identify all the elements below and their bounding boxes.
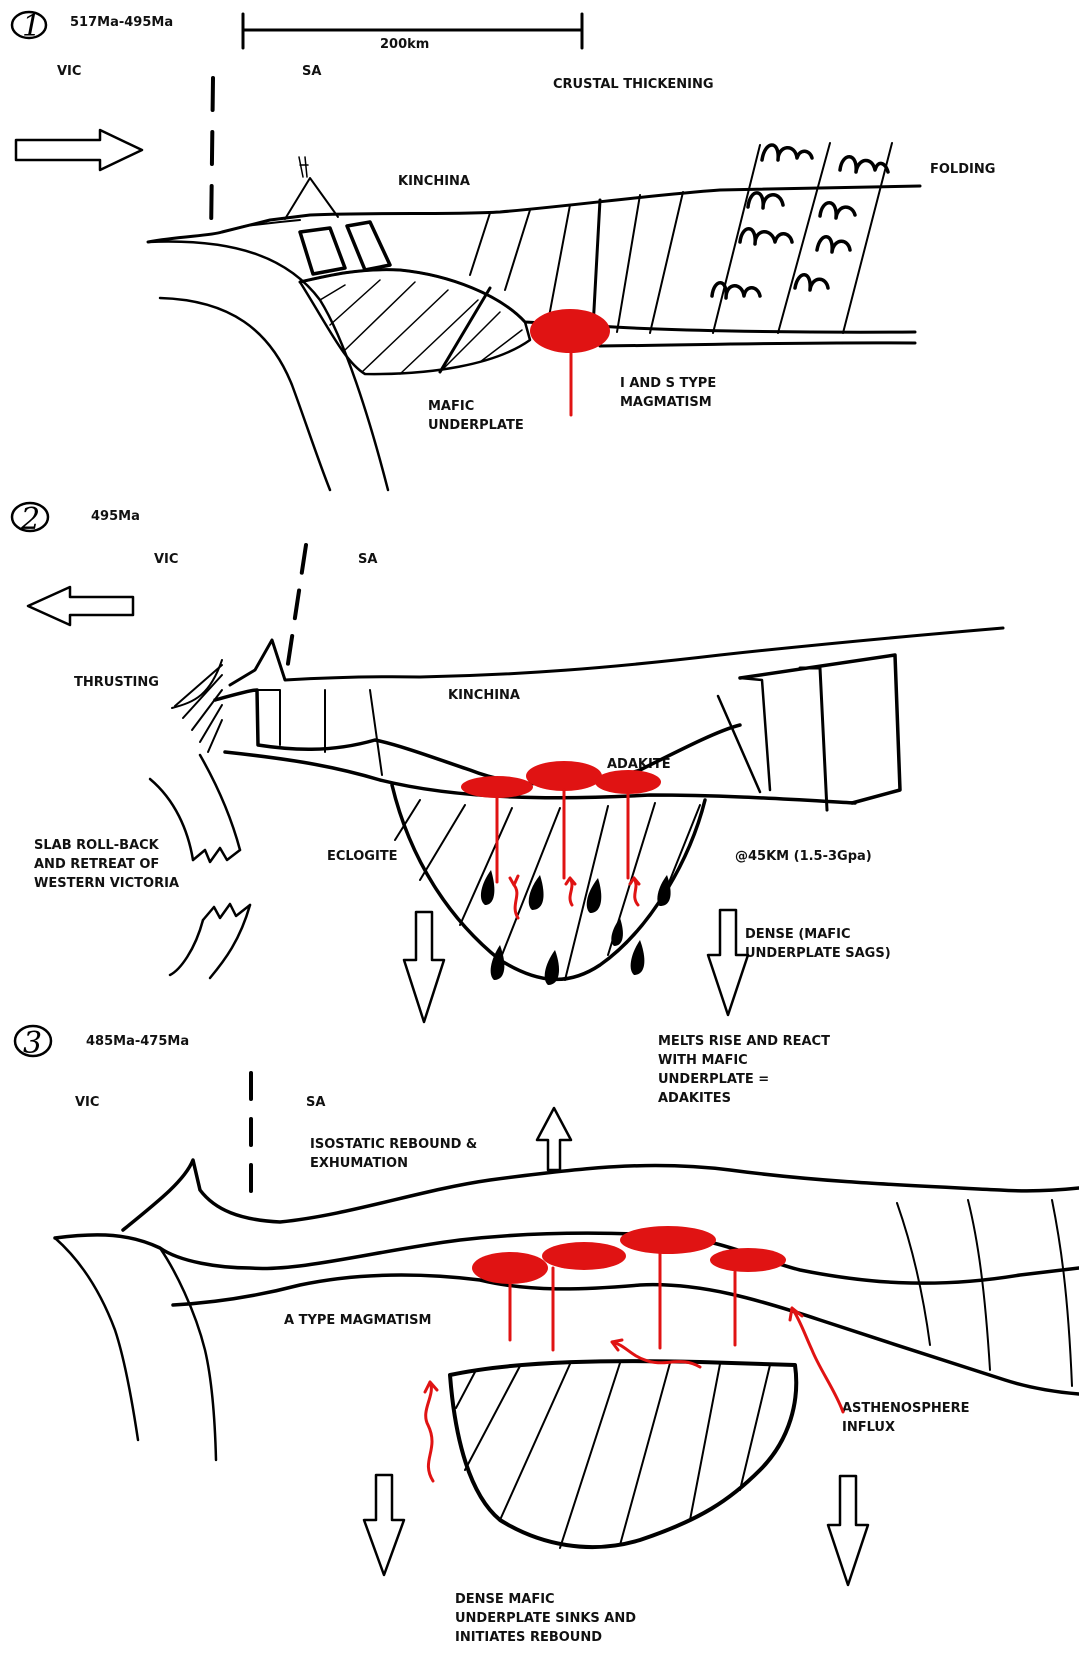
panel-1-slab-base: [160, 298, 330, 490]
panel-3-vic-label: VIC: [75, 1095, 99, 1110]
panel-1: 1 517Ma-495Ma 200km VIC SA CRUSTAL THICK…: [12, 9, 995, 490]
thrusting-label: THRUSTING: [74, 675, 159, 690]
panel-3-crust: [55, 1160, 1079, 1394]
i-s-magmatism-label: I AND S TYPE MAGMATISM: [620, 376, 721, 410]
panel-1-sa-label: SA: [302, 64, 321, 79]
panel-2-kinchina-label: KINCHINA: [448, 688, 520, 703]
panel-1-magma: [530, 309, 610, 415]
panel-1-number-badge: 1: [12, 9, 46, 44]
panel-2-number-badge: 2: [12, 502, 48, 537]
panel-2-sa-label: SA: [358, 552, 377, 567]
panel-2-age: 495Ma: [91, 509, 140, 524]
dense-sags-label: DENSE (MAFIC UNDERPLATE SAGS): [745, 927, 891, 961]
panel-3-sa-label: SA: [306, 1095, 325, 1110]
folding-label: FOLDING: [930, 162, 995, 177]
panel-2-eclogite-underplate: [392, 785, 705, 985]
panel-3-number-badge: 3: [15, 1026, 51, 1061]
panel-1-slab-top: [148, 242, 388, 490]
panel-1-age: 517Ma-495Ma: [70, 15, 173, 30]
panel-3-sink-arrow-left: [364, 1475, 404, 1575]
panel-1-kinchina-label: KINCHINA: [398, 174, 470, 189]
panel-3-age: 485Ma-475Ma: [86, 1034, 189, 1049]
crustal-thickening-label: CRUSTAL THICKENING: [553, 77, 714, 92]
isostatic-rebound-label: ISOSTATIC REBOUND & EXHUMATION: [310, 1137, 482, 1171]
rebound-arrow-up: [537, 1108, 571, 1170]
depth-label: @45KM (1.5-3Gpa): [735, 849, 872, 864]
slab-rollback-label: SLAB ROLL-BACK AND RETREAT OF WESTERN VI…: [34, 838, 179, 891]
panel-2-sink-arrow-left: [404, 912, 444, 1022]
panel-2-vic-label: VIC: [154, 552, 178, 567]
asthenosphere-influx-label: ASTHENOSPHERE INFLUX: [842, 1401, 974, 1435]
fold-squiggles: [712, 145, 888, 298]
panel-2-number: 2: [20, 502, 40, 537]
panel-3-slab: [55, 1238, 216, 1460]
panel-2-slab: [150, 755, 250, 978]
panel-2-sink-arrow-right: [708, 910, 748, 1015]
dense-underplate-sinks-label: DENSE MAFIC UNDERPLATE SINKS AND INITIAT…: [455, 1592, 641, 1645]
mafic-underplate-label: MAFIC UNDERPLATE: [428, 399, 524, 433]
panel-2: 2 495Ma VIC SA THRUSTING KINCHINA ADAKIT…: [12, 502, 1003, 1022]
melts-rise-label: MELTS RISE AND REACT WITH MAFIC UNDERPLA…: [658, 1034, 834, 1106]
scale-label: 200km: [380, 37, 429, 52]
panel-1-crust: [148, 143, 920, 346]
compression-arrow-right: [16, 130, 142, 170]
extension-arrow-left: [28, 587, 133, 625]
vic-sa-boundary: [211, 78, 213, 238]
a-type-magmatism-label: A TYPE MAGMATISM: [284, 1313, 431, 1328]
panel-3-sinking-underplate: [450, 1361, 796, 1548]
panel-2-vic-sa-boundary: [287, 545, 306, 670]
panel-3-number: 3: [23, 1026, 42, 1061]
eclogite-label: ECLOGITE: [327, 849, 398, 864]
panel-1-vic-label: VIC: [57, 64, 81, 79]
panel-3-sink-arrow-right: [828, 1476, 868, 1585]
panel-1-number: 1: [22, 9, 41, 44]
panel-1-mafic-underplate: [300, 270, 530, 374]
panel-3: 3 485Ma-475Ma VIC SA MELTS RISE AND REAC…: [15, 1026, 1079, 1645]
